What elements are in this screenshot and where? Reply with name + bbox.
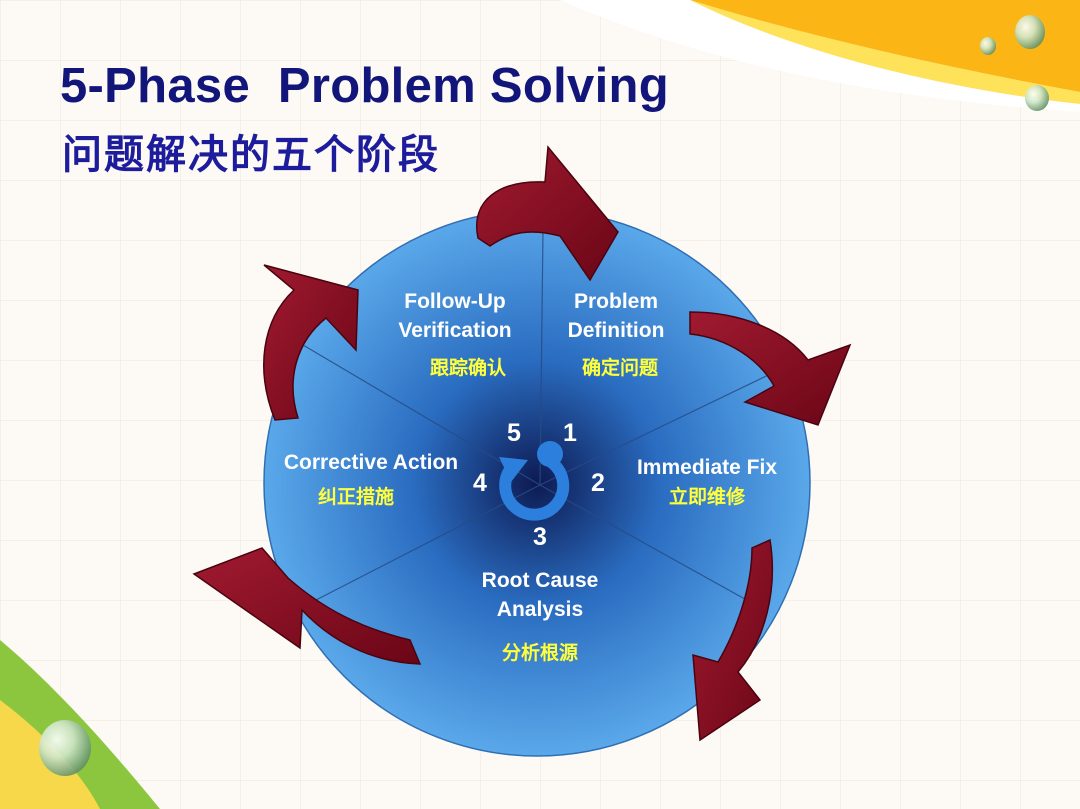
top-swoosh-orange bbox=[690, 0, 1080, 92]
phase-3: Root Cause Analysis 分析根源 3 bbox=[482, 523, 599, 664]
arrow-lower-left-icon bbox=[192, 547, 422, 665]
phase-1: Problem Definition 确定问题 1 bbox=[563, 290, 664, 447]
water-drop-icon bbox=[1025, 85, 1049, 111]
phase-1-number: 1 bbox=[563, 419, 577, 447]
slide-subtitle: 问题解决的五个阶段 bbox=[62, 132, 440, 178]
cycle-arrows bbox=[192, 145, 852, 742]
slide-title: 5-Phase Problem Solving bbox=[60, 59, 669, 113]
phase-dividers bbox=[302, 229, 786, 604]
arrow-top-icon bbox=[475, 145, 619, 282]
phase-1-label-zh: 确定问题 bbox=[582, 356, 658, 379]
phase-1-label: Problem bbox=[574, 290, 658, 313]
water-drop-icon bbox=[1015, 15, 1045, 49]
phase-2-label-zh: 立即维修 bbox=[669, 485, 746, 508]
phase-5-label: Follow-Up bbox=[404, 290, 505, 313]
phase-4: Corrective Action 纠正措施 4 bbox=[284, 451, 487, 508]
phase-2: Immediate Fix 立即维修 2 bbox=[591, 456, 777, 508]
phase-2-label: Immediate Fix bbox=[637, 456, 777, 479]
phase-4-label-zh: 纠正措施 bbox=[318, 485, 394, 508]
phase-4-number: 4 bbox=[473, 469, 487, 497]
phase-5-label-zh: 跟踪确认 bbox=[430, 356, 506, 379]
arrow-lower-right-icon bbox=[692, 538, 774, 742]
phase-3-number: 3 bbox=[533, 523, 547, 551]
phase-5-label-line2: Verification bbox=[398, 319, 511, 342]
water-drop-icon bbox=[980, 37, 996, 55]
phase-2-number: 2 bbox=[591, 469, 605, 497]
phase-4-label: Corrective Action bbox=[284, 451, 458, 474]
circular-arrow-cycle-icon bbox=[499, 441, 570, 521]
water-drop-icon bbox=[39, 720, 91, 776]
arrow-upper-right-icon bbox=[689, 311, 852, 426]
top-swoosh-white bbox=[560, 0, 1080, 112]
phase-3-label: Root Cause bbox=[482, 569, 599, 592]
phase-5: Follow-Up Verification 跟踪确认 5 bbox=[398, 290, 521, 447]
phase-3-label-line2: Analysis bbox=[497, 598, 583, 621]
phase-3-label-zh: 分析根源 bbox=[502, 641, 578, 664]
arrow-upper-left-icon bbox=[263, 264, 359, 421]
top-swoosh-yellow bbox=[690, 0, 1080, 104]
phase-1-label-line2: Definition bbox=[568, 319, 665, 342]
phase-5-number: 5 bbox=[507, 419, 521, 447]
